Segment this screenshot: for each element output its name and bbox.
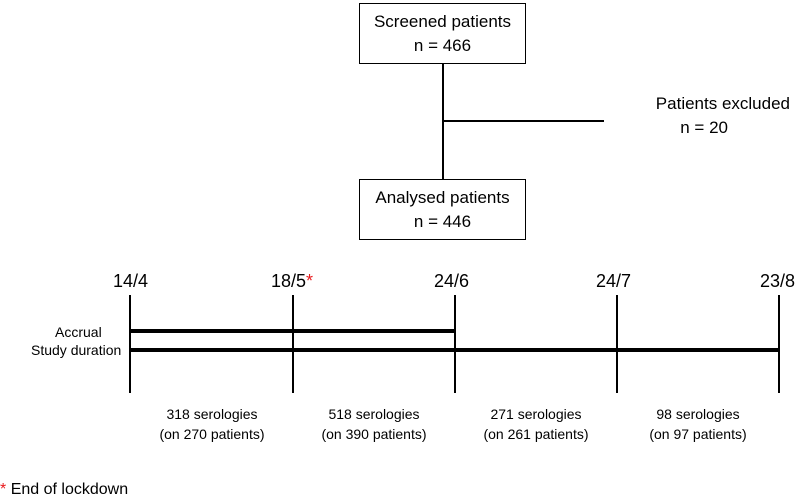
patients-excluded-label: Patients excluded n = 20 bbox=[590, 92, 790, 140]
patients-excluded-title: Patients excluded bbox=[655, 94, 790, 113]
date-label-18-5: 18/5* bbox=[271, 271, 314, 291]
analysed-patients-box: Analysed patients n = 446 bbox=[359, 179, 526, 240]
period-4-serologies: 98 serologies (on 97 patients) bbox=[649, 406, 747, 442]
date-label-23-8: 23/8 bbox=[760, 271, 796, 291]
period-1-serologies: 318 serologies (on 270 patients) bbox=[159, 406, 265, 442]
date-label-24-7: 24/7 bbox=[596, 271, 632, 291]
exclusion-branch-line bbox=[443, 120, 604, 122]
tick-24-7 bbox=[616, 295, 618, 393]
accrual-label: Accrual bbox=[55, 324, 102, 340]
analysed-patients-count: n = 446 bbox=[413, 211, 472, 231]
period-2-serologies: 518 serologies (on 390 patients) bbox=[321, 406, 427, 442]
date-label-24-6: 24/6 bbox=[434, 271, 470, 291]
screened-patients-title: Screened patients bbox=[373, 11, 512, 31]
lockdown-asterisk: * bbox=[306, 271, 314, 291]
tick-18-5 bbox=[292, 295, 294, 393]
date-label-14-4: 14/4 bbox=[113, 271, 149, 291]
footnote-asterisk: * bbox=[0, 481, 7, 498]
tick-24-6 bbox=[454, 295, 456, 393]
study-duration-bar bbox=[130, 348, 779, 352]
footnote-text: End of lockdown bbox=[10, 481, 129, 498]
lockdown-footnote: * End of lockdown bbox=[0, 480, 128, 500]
screened-patients-box: Screened patients n = 466 bbox=[359, 3, 526, 64]
study-duration-label: Study duration bbox=[31, 342, 122, 358]
period-3-serologies: 271 serologies (on 261 patients) bbox=[483, 406, 589, 442]
accrual-bar bbox=[130, 329, 455, 333]
screened-patients-count: n = 466 bbox=[413, 35, 472, 55]
analysed-patients-title: Analysed patients bbox=[375, 187, 510, 207]
tick-14-4 bbox=[129, 295, 131, 393]
patients-excluded-count: n = 20 bbox=[680, 118, 728, 137]
tick-23-8 bbox=[778, 295, 780, 393]
